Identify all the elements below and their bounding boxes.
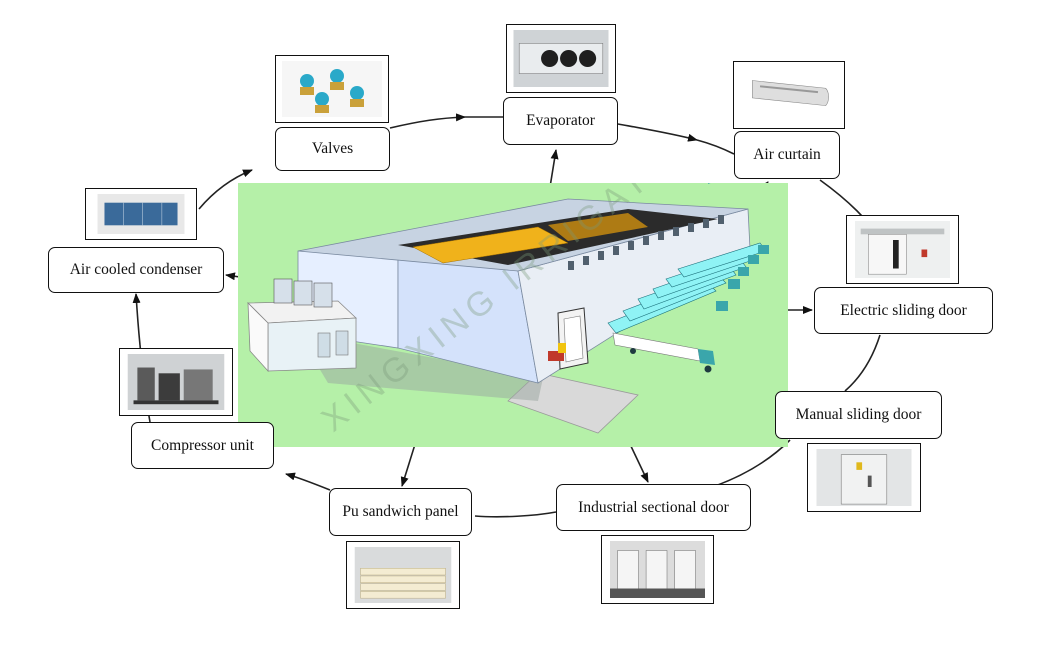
cold-storage-3d-scene: XINGXING IRRIGATION	[238, 110, 788, 447]
label-air-cooled-condenser: Air cooled condenser	[48, 247, 224, 293]
cold-storage-building-illustration: XINGXING IRRIGATION	[238, 110, 788, 447]
label-text: Manual sliding door	[795, 406, 922, 423]
label-electric-sliding-door: Electric sliding door	[814, 287, 993, 334]
electric-sliding-door-icon	[846, 215, 959, 284]
loop-sectional-to-pu	[474, 511, 557, 518]
air-curtain-icon	[733, 61, 845, 129]
label-text: Air curtain	[753, 146, 821, 163]
label-text: Pu sandwich panel	[342, 503, 459, 520]
label-evaporator: Evaporator	[503, 97, 618, 145]
air-cooled-condenser-icon	[85, 188, 197, 240]
label-text: Compressor unit	[151, 436, 254, 454]
label-text: Industrial sectional door	[578, 498, 729, 516]
label-text: Air cooled condenser	[69, 261, 203, 278]
label-pu-sandwich-panel: Pu sandwich panel	[329, 488, 472, 536]
label-text: Valves	[311, 140, 354, 157]
compressor-unit-icon	[119, 348, 233, 416]
label-text: Electric sliding door	[840, 301, 967, 319]
label-compressor-unit: Compressor unit	[131, 422, 274, 469]
label-air-curtain: Air curtain	[734, 131, 840, 179]
loop-valves-to-evaporator	[389, 113, 466, 129]
loop-pu-to-compressor	[285, 472, 331, 491]
label-valves: Valves	[275, 127, 390, 171]
label-text: Evaporator	[526, 112, 595, 129]
pu-sandwich-panel-icon	[346, 541, 460, 609]
loop-evaporator-to-aircurtain	[617, 123, 698, 142]
valves-icon	[275, 55, 389, 123]
label-industrial-sectional-door: Industrial sectional door	[556, 484, 751, 531]
label-manual-sliding-door: Manual sliding door	[775, 391, 942, 439]
manual-sliding-door-icon	[807, 443, 921, 512]
loop-electricdoor-to-manualdoor	[844, 334, 881, 392]
evaporator-icon	[506, 24, 616, 93]
industrial-sectional-door-icon	[601, 535, 714, 604]
